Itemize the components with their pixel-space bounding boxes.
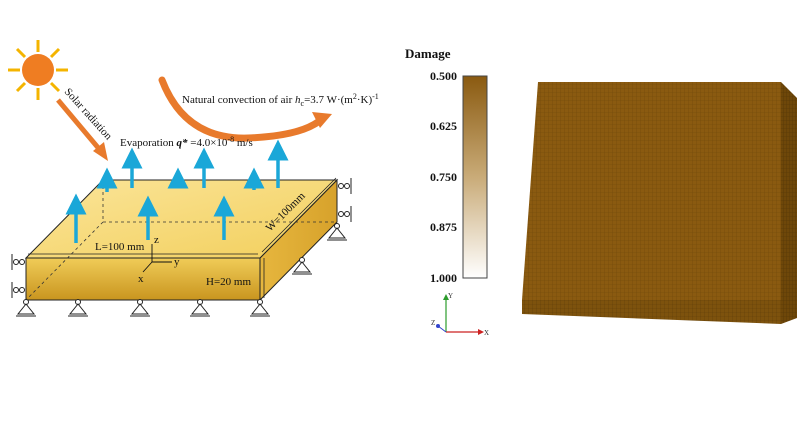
evaporation-arrows	[65, 139, 289, 243]
convection-arrow	[158, 76, 332, 142]
solar-radiation-arrow	[56, 98, 108, 161]
legend-tick: 0.875	[430, 220, 457, 234]
coordinate-axes	[142, 244, 172, 273]
triad-z-label: Z	[431, 319, 435, 327]
axis-y-label: y	[174, 256, 180, 268]
length-label: L=100 mm	[95, 241, 145, 253]
legend-tick: 0.625	[430, 119, 457, 133]
boundary-supports	[11, 178, 352, 317]
sun-icon	[8, 40, 68, 100]
height-label: H=20 mm	[206, 276, 251, 288]
triad-y-label: Y	[448, 292, 453, 300]
legend-tick: 0.500	[430, 69, 457, 83]
triad-x-label: X	[484, 329, 489, 337]
view-triad	[436, 294, 484, 335]
convection-label: Natural convection of air hc=3.7 W·(m2·K…	[182, 92, 379, 108]
concrete-slab	[24, 177, 339, 302]
mesh-front-face	[522, 300, 781, 324]
axis-z-label: z	[154, 234, 159, 246]
legend-colorbar	[462, 75, 488, 279]
evaporation-label: Evaporation q* =4.0×10-8 m/s	[120, 135, 253, 149]
legend-tick: 0.750	[430, 170, 457, 184]
legend-tick: 1.000	[430, 271, 457, 285]
legend-title: Damage	[405, 46, 451, 61]
mesh-block	[522, 82, 797, 324]
mesh-top-face	[522, 82, 781, 300]
mesh-side-face	[781, 82, 797, 324]
axis-x-label: x	[138, 273, 144, 285]
